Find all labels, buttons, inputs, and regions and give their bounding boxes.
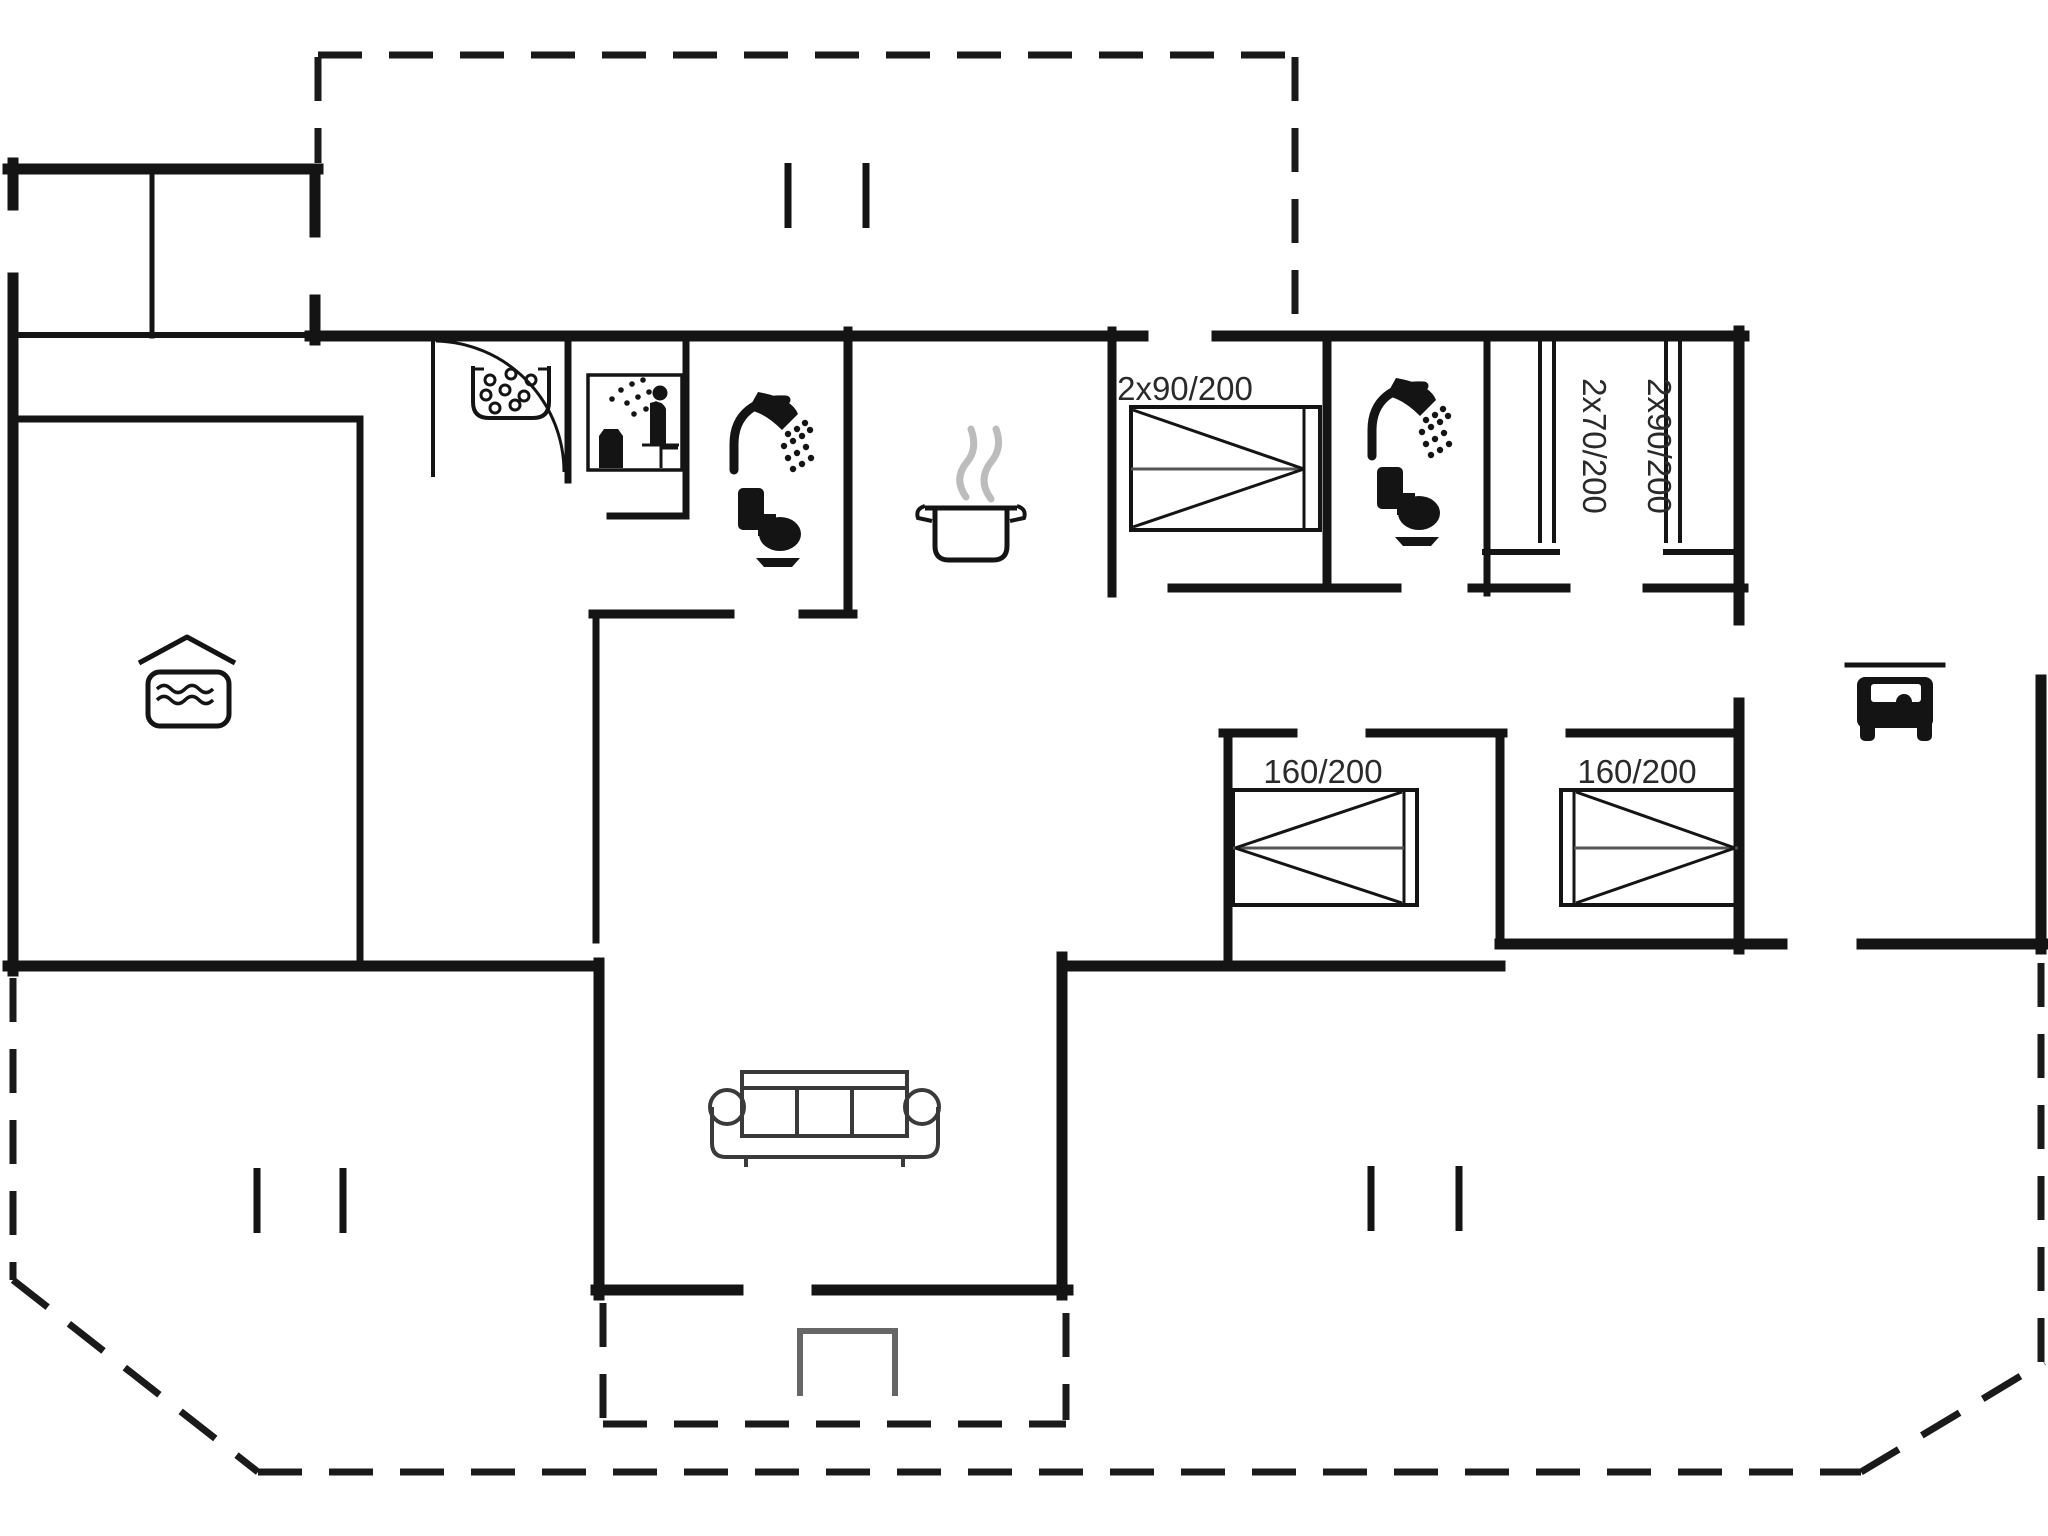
toilet-icon	[738, 488, 801, 567]
sofa-cushion-dividers	[795, 1088, 854, 1136]
bed-diagonal	[1575, 790, 1736, 905]
sofa-armrest	[903, 1088, 941, 1126]
bed-size-label: 160/200	[1263, 753, 1382, 790]
bunk-panels	[1482, 337, 1742, 555]
sofa-base	[710, 1107, 940, 1159]
toilet-icon	[1377, 467, 1440, 546]
pot-handle	[915, 504, 933, 523]
sofa-cushions	[740, 1086, 909, 1138]
bed-diagonal	[1234, 790, 1403, 905]
sofa-leg	[744, 1157, 905, 1167]
cooking-pot-icon	[915, 425, 1027, 563]
bed-size-label: 2x90/200	[1117, 370, 1253, 407]
bunk-size-label: 2x70/200	[1576, 378, 1613, 514]
car-driver	[1896, 694, 1912, 702]
south-terrace-outline	[9, 952, 2046, 1476]
bunk-size-label: 2x90/200	[1641, 378, 1678, 514]
sauna-bucket	[599, 429, 623, 468]
steam	[980, 425, 1003, 503]
shower-icon	[734, 392, 814, 472]
covered-terrace-outline	[599, 1303, 1070, 1428]
sofa-icon	[708, 1070, 941, 1167]
pool-tub	[145, 669, 232, 729]
bed-double-top	[1129, 405, 1322, 532]
bed-size-label: 160/200	[1577, 753, 1696, 790]
whirlpool-tub	[471, 366, 551, 420]
whirlpool-bubbles	[479, 367, 538, 415]
steam	[956, 425, 978, 501]
sofa-back	[740, 1070, 909, 1090]
shower-icon	[1372, 378, 1452, 458]
north-terrace-outline	[314, 51, 1299, 330]
sauna-person-head	[652, 385, 668, 401]
pot-handle	[1009, 504, 1027, 523]
terrace-table-icon	[797, 1328, 898, 1396]
car-windshield	[1871, 684, 1921, 702]
window-marks	[253, 163, 1463, 1233]
covered-pool-icon	[137, 634, 237, 729]
terrace-edge	[1859, 1359, 2046, 1475]
sauna-frame	[586, 373, 684, 472]
bed-double-right	[1559, 788, 1740, 907]
pool-roof	[137, 634, 237, 666]
whirlpool-icon	[471, 366, 551, 420]
sauna-person-body	[650, 401, 666, 445]
pool-waves	[155, 683, 215, 706]
bed-double-left	[1231, 788, 1419, 907]
pot-body	[932, 505, 1010, 563]
sauna-bench	[642, 443, 679, 468]
terrace-edge	[10, 1277, 261, 1475]
sofa-armrest	[708, 1088, 746, 1126]
car-icon	[1857, 677, 1933, 741]
sauna-icon	[586, 373, 684, 472]
walls	[2, 157, 2048, 1301]
bed-diagonal	[1132, 408, 1305, 529]
